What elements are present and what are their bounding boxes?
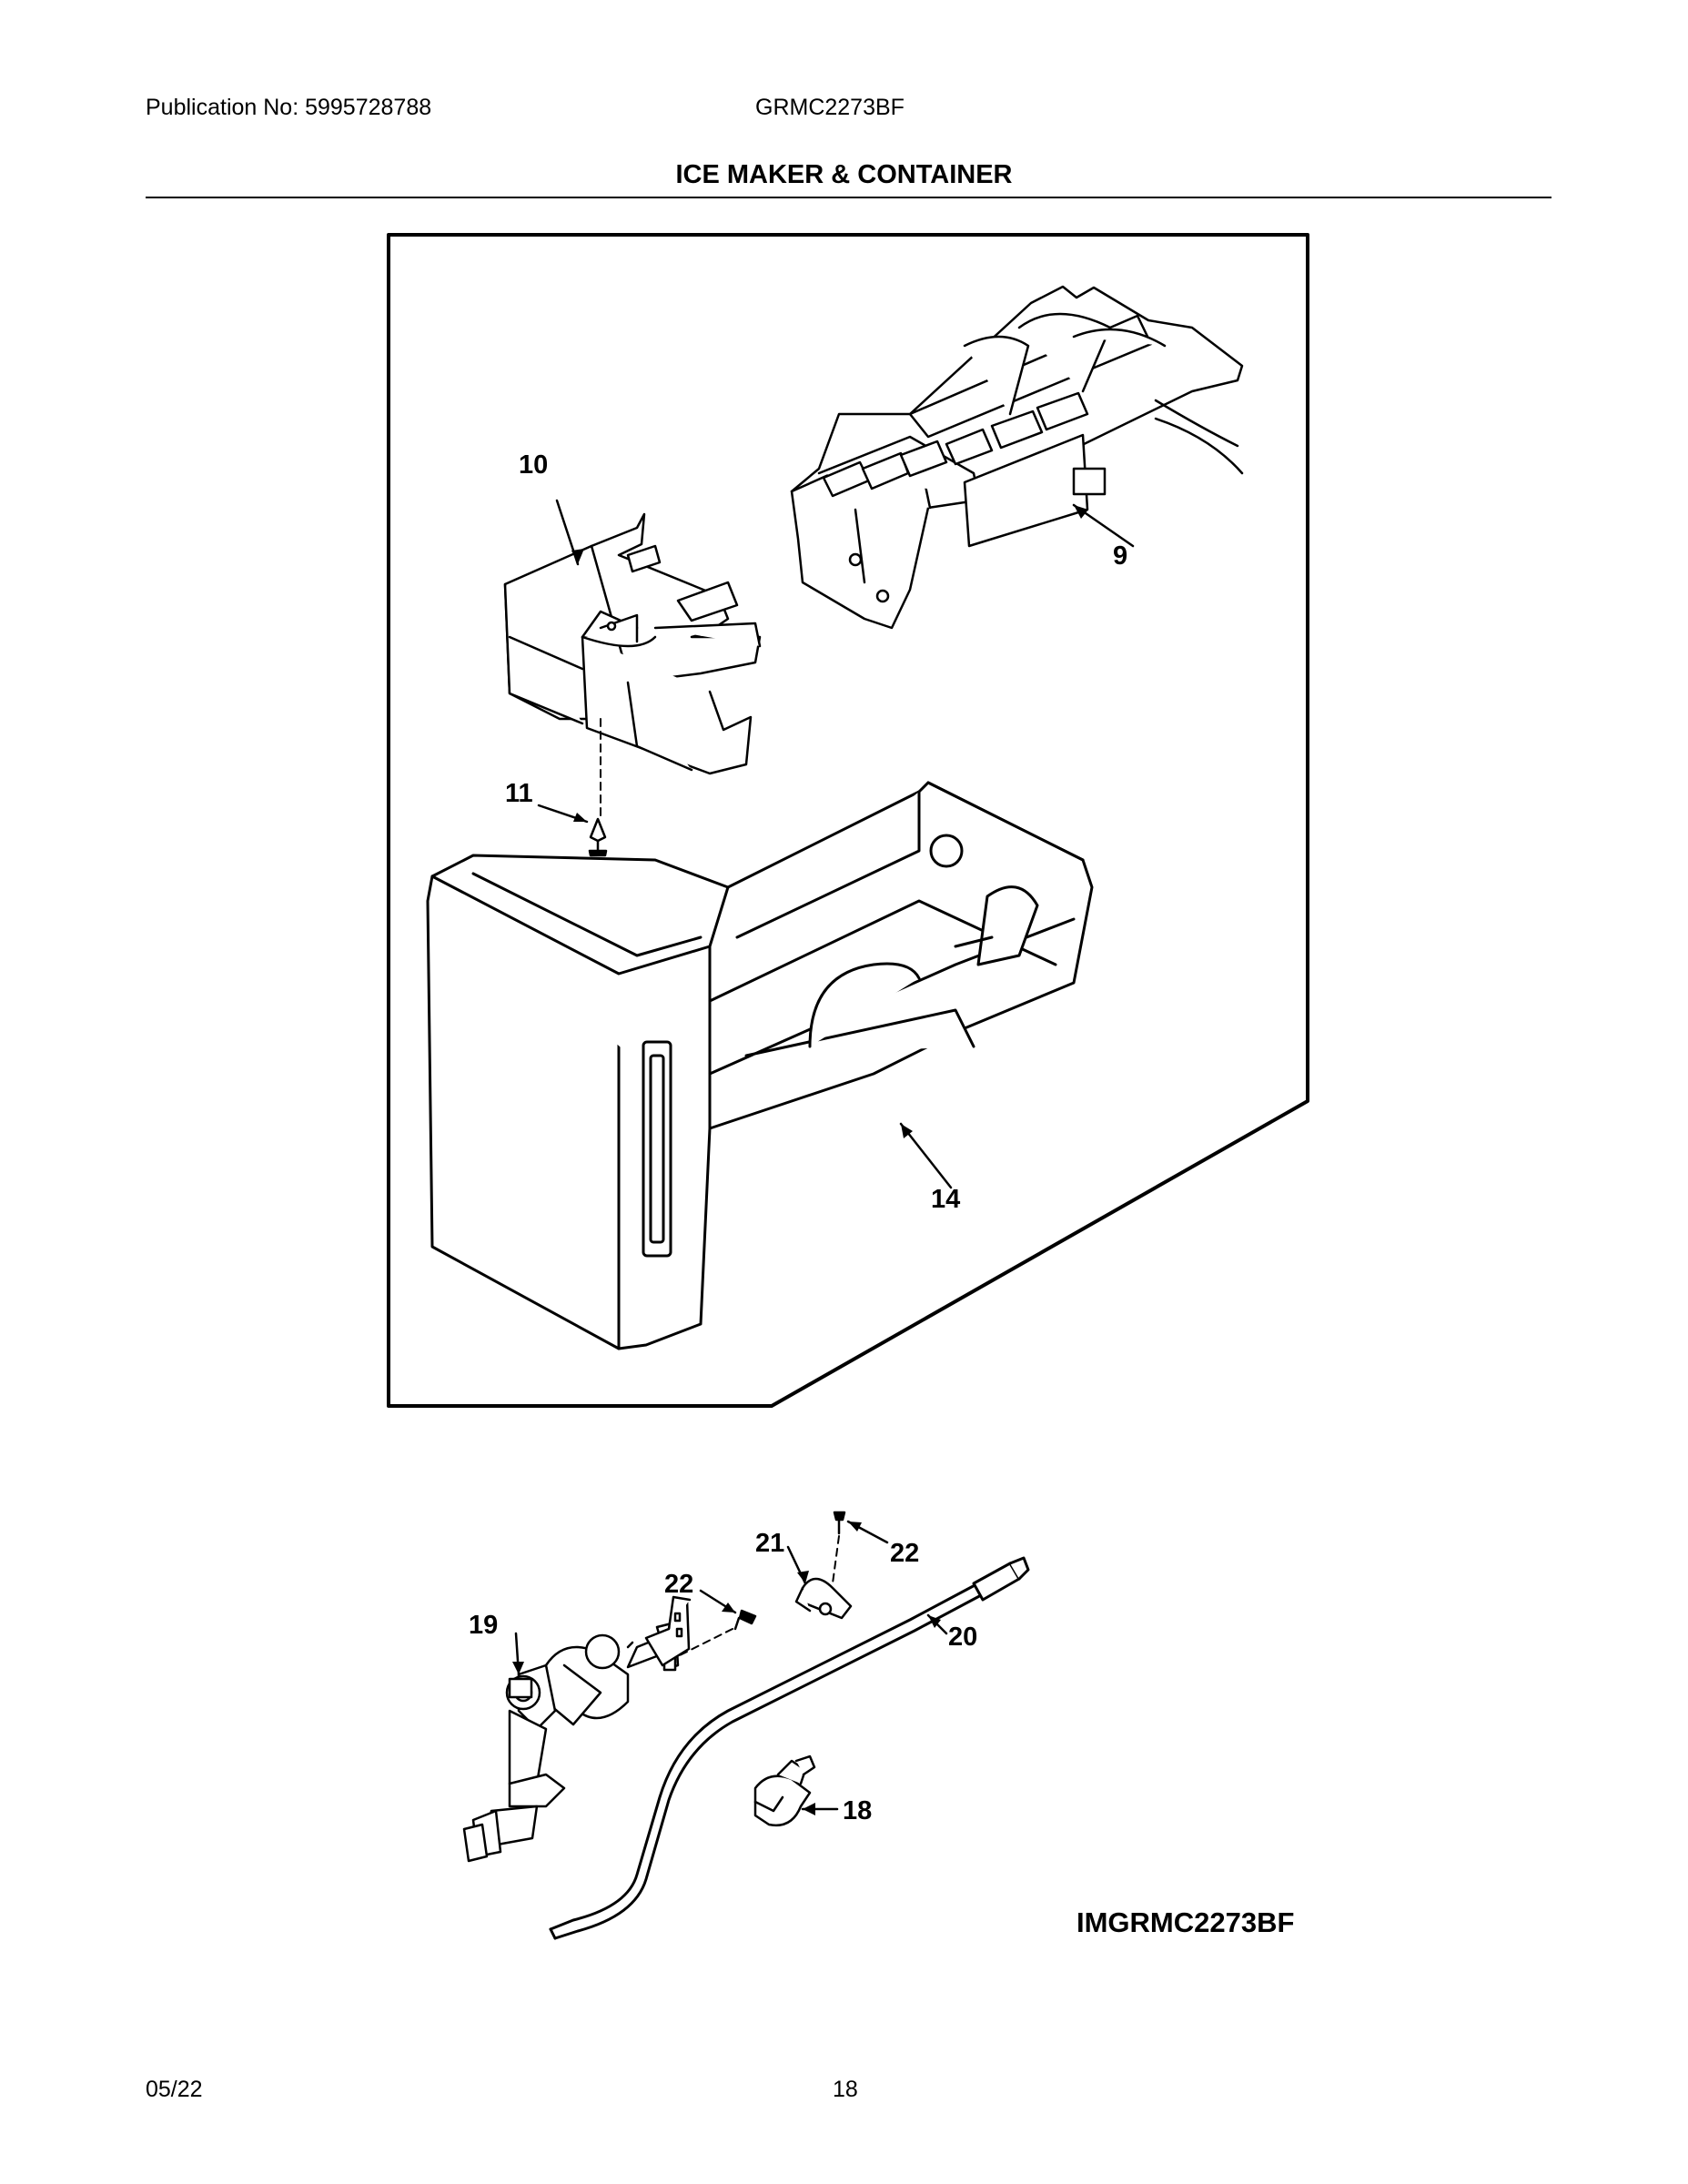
water-valve xyxy=(462,1621,682,1863)
tube-clamp xyxy=(794,1577,853,1620)
callout-9: 9 xyxy=(1113,541,1127,571)
valve-bracket xyxy=(644,1595,692,1667)
assembly-frame xyxy=(387,233,1309,1408)
screw-22-left xyxy=(733,1609,757,1631)
callout-11: 11 xyxy=(505,779,533,808)
footer-date: 05/22 xyxy=(146,2077,203,2102)
ice-chute xyxy=(503,512,762,775)
callout-19: 19 xyxy=(469,1611,498,1640)
callout-22-right: 22 xyxy=(890,1539,919,1568)
water-tube xyxy=(549,1556,1030,1940)
dashed-guide-22 xyxy=(677,1628,733,1657)
dashed-guide-21 xyxy=(832,1535,840,1584)
screw-11 xyxy=(588,817,608,857)
screw-22-right xyxy=(833,1511,846,1535)
callout-22-left: 22 xyxy=(664,1570,693,1599)
page-number: 18 xyxy=(833,2077,858,2102)
header-divider xyxy=(146,197,1552,198)
image-identifier: IMGRMC2273BF xyxy=(1076,1906,1295,1938)
model-number: GRMC2273BF xyxy=(755,95,905,120)
ice-container xyxy=(426,781,1094,1350)
callout-14: 14 xyxy=(931,1185,960,1214)
tube-fitting xyxy=(753,1754,816,1827)
callout-20: 20 xyxy=(948,1623,977,1652)
callout-18: 18 xyxy=(843,1796,872,1825)
publication-number: Publication No: 5995728788 xyxy=(146,95,432,120)
callout-21: 21 xyxy=(755,1529,784,1558)
ice-maker-assembly xyxy=(790,285,1244,630)
leader-arrows xyxy=(512,505,1088,1815)
callout-10: 10 xyxy=(519,450,548,480)
page-title: ICE MAKER & CONTAINER xyxy=(675,160,1013,189)
